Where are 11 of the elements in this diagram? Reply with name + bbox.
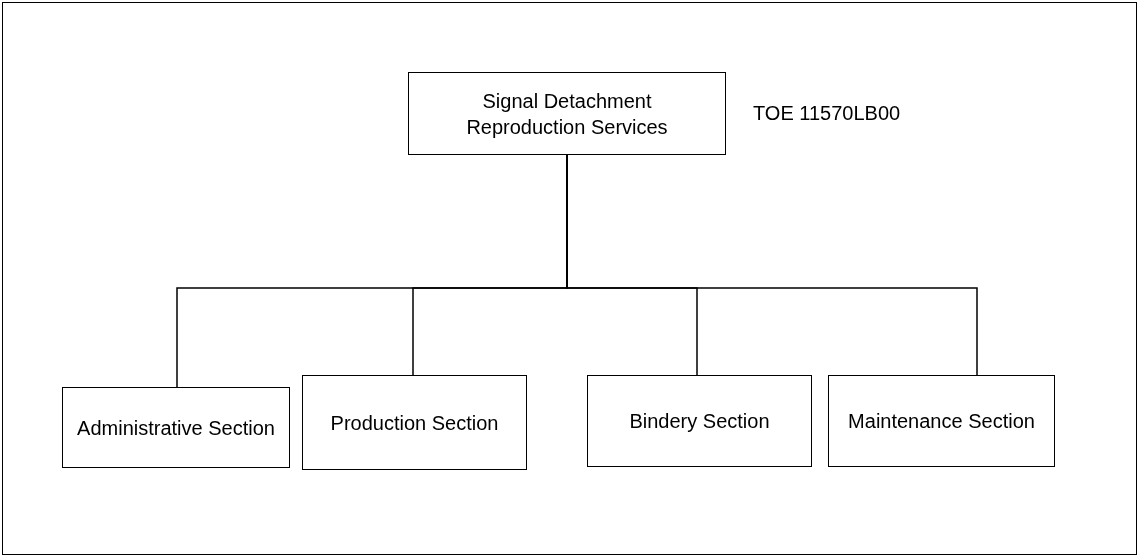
org-box xyxy=(62,387,290,468)
box-label: Administrative Section xyxy=(77,415,275,441)
org-box xyxy=(408,72,726,155)
org-box xyxy=(828,375,1055,467)
box-label: Signal Detachment Reproduction Services xyxy=(465,88,669,140)
designation-label: TOE 11570LB00 xyxy=(753,101,901,126)
org-box xyxy=(587,375,812,467)
box-label: Bindery Section xyxy=(629,409,770,434)
box-label: Maintenance Section xyxy=(848,409,1035,434)
org-box xyxy=(302,375,527,470)
box-label: Production Section xyxy=(330,410,499,436)
